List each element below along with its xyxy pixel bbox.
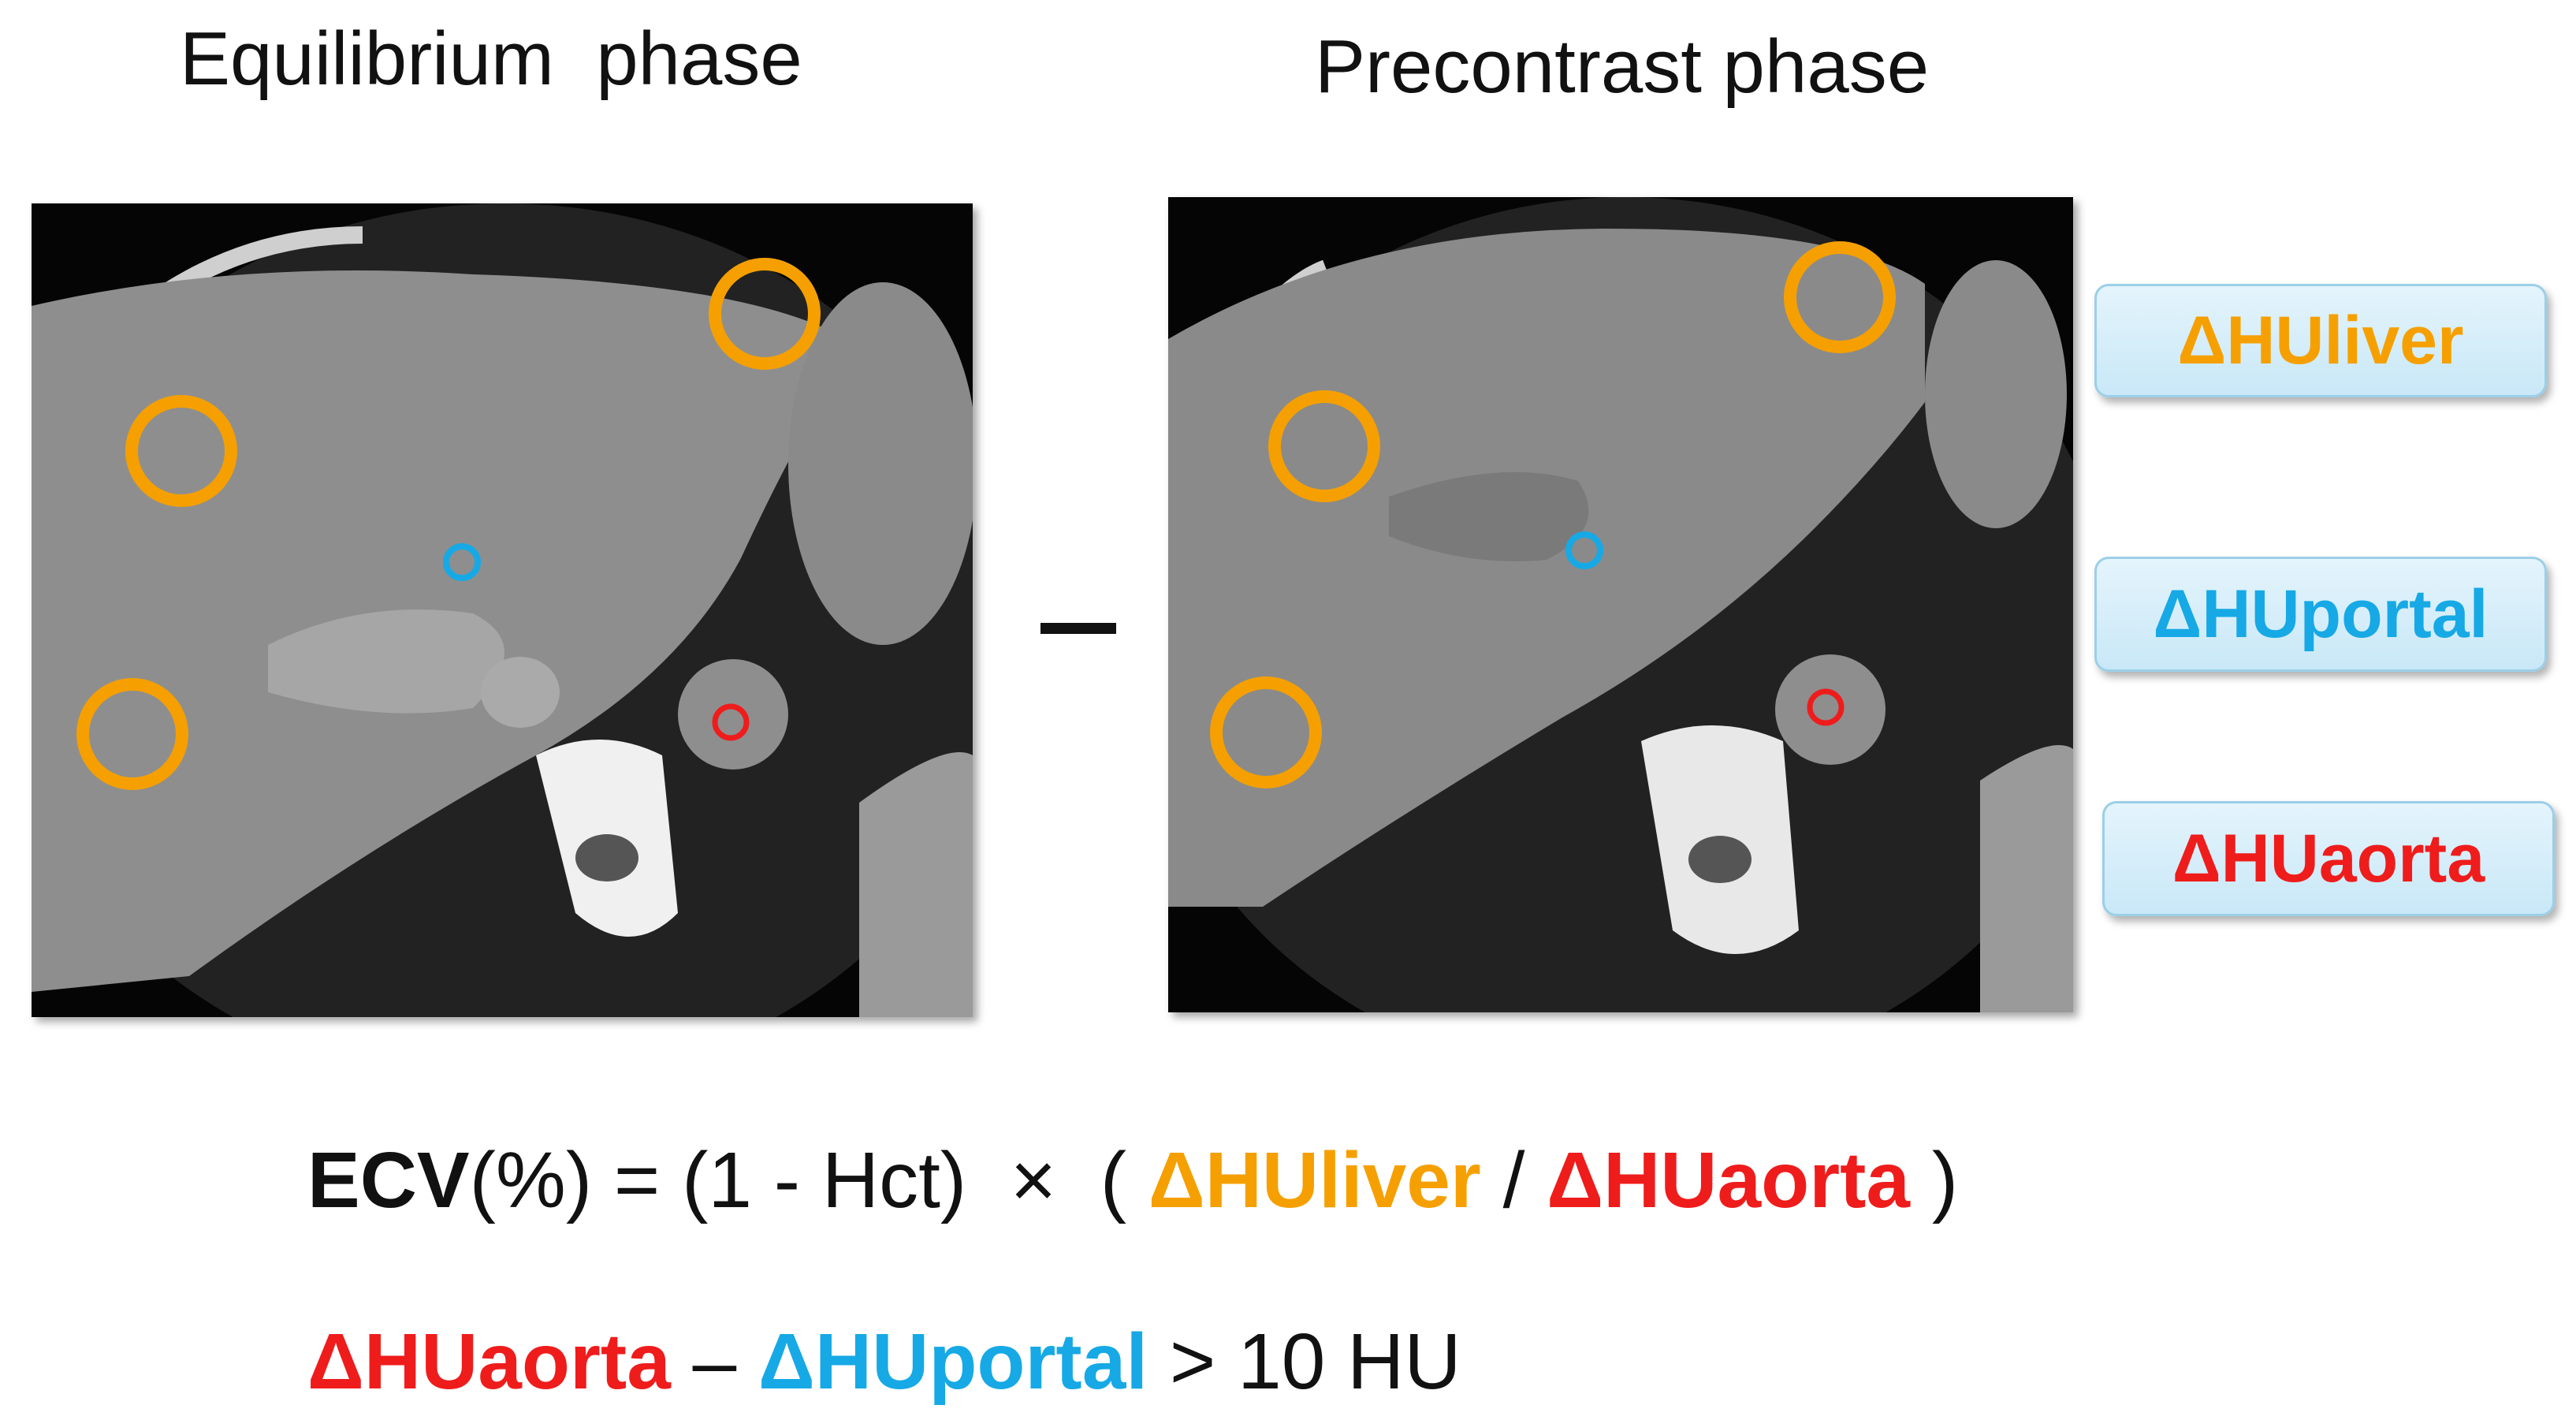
delta-hu-aorta-label: ΔHUaorta [2102,801,2555,916]
stomach-region [788,282,973,645]
delta-hu-liver-label: ΔHUliver [2094,284,2547,397]
delta-hu-portal-label: ΔHUportal [2094,557,2547,672]
delta-hu-liver-text: ΔHUliver [2177,302,2464,378]
liver-region [1168,229,1925,907]
condition-dash: – [670,1318,759,1406]
right-kidney-region [859,752,973,1017]
ecv-formula: ECV(%) = (1 - Hct) × ( ΔHUliver / ΔHUaor… [307,1135,1958,1226]
precontrast-phase-title: Precontrast phase [1315,24,1930,109]
portal-vein-region [268,609,504,714]
spinal-canal [1688,836,1751,883]
liver-roi-circle-3 [1210,676,1322,788]
ecv-term: ECV [307,1136,470,1224]
equilibrium-phase-title: Equilibrium phase [180,17,802,101]
formula-slash: / [1480,1136,1547,1224]
condition-aorta-term: ΔHUaorta [307,1318,671,1406]
portal-roi-circle [1565,531,1603,569]
aorta-region [1775,654,1885,765]
delta-hu-portal-text: ΔHUportal [2153,576,2489,652]
stomach-region [1925,260,2067,528]
formula-close-paren: ) [1910,1136,1959,1224]
spinal-canal [575,834,638,881]
formula-liver-term: ΔHUliver [1148,1136,1481,1224]
aorta-roi-circle [1807,688,1845,726]
right-kidney-region [1980,745,2073,1012]
portal-roi-circle [443,543,481,581]
formula-aorta-term: ΔHUaorta [1547,1136,1911,1224]
ecv-hct-term: (%) = (1 - Hct) × ( [469,1136,1148,1224]
threshold-condition: ΔHUaorta – ΔHUportal > 10 HU [307,1317,1461,1407]
aorta-region [678,659,788,770]
liver-roi-circle-1 [709,258,821,370]
gallbladder-region [481,657,560,728]
liver-roi-circle-2 [1268,390,1380,502]
liver-roi-circle-1 [1784,241,1896,353]
precontrast-ct-image [1168,197,2073,1012]
minus-operator [1040,623,1116,634]
liver-roi-circle-2 [125,395,237,507]
liver-roi-circle-3 [76,678,188,790]
condition-threshold: > 10 HU [1148,1318,1461,1406]
portal-vein-region [1389,471,1589,561]
aorta-roi-circle [712,703,750,741]
equilibrium-ct-image [32,203,973,1017]
condition-portal-term: ΔHUportal [758,1318,1148,1406]
delta-hu-aorta-text: ΔHUaorta [2172,820,2485,896]
